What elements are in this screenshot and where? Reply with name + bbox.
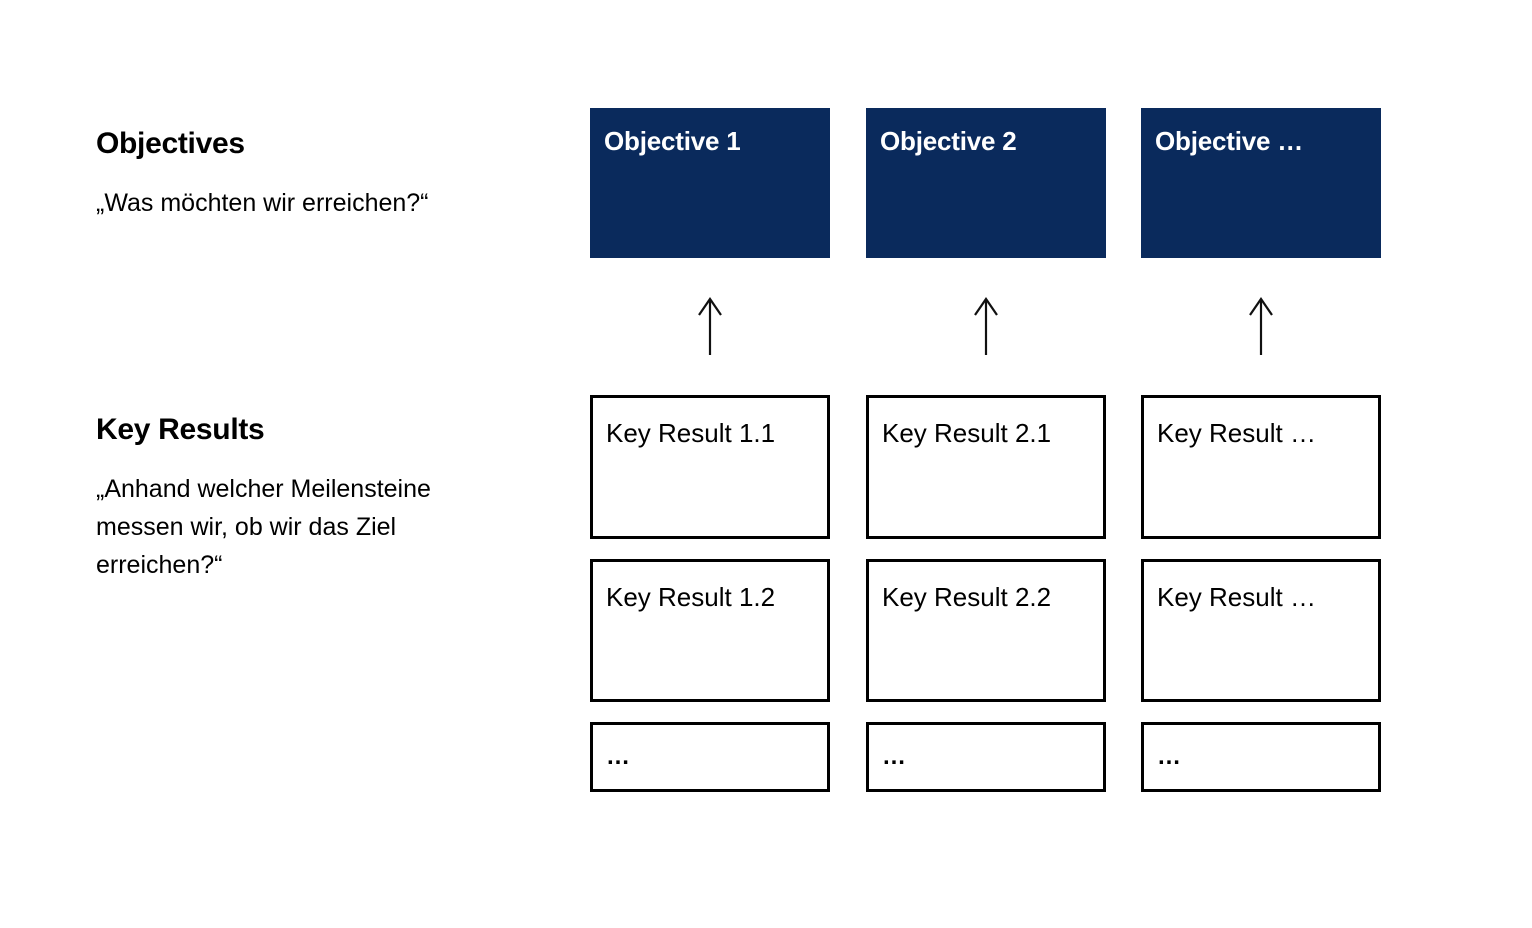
key-result-more-box: … bbox=[1141, 722, 1381, 792]
key-result-box: Key Result 2.2 bbox=[866, 559, 1106, 702]
key-results-label-block: Key Results „Anhand welcher Meilensteine… bbox=[96, 414, 458, 584]
objective-box: Objective … bbox=[1141, 108, 1381, 258]
key-result-box: Key Result 2.1 bbox=[866, 395, 1106, 539]
okr-column-2: Objective 2 Key Result 2.1 Key Result 2.… bbox=[866, 108, 1106, 792]
objectives-heading: Objectives bbox=[96, 127, 245, 160]
key-result-more-box: … bbox=[590, 722, 830, 792]
objectives-question: „Was möchten wir erreichen?“ bbox=[96, 189, 429, 217]
key-result-label: Key Result … bbox=[1157, 418, 1316, 448]
okr-column-3: Objective … Key Result … Key Result … … bbox=[1141, 108, 1381, 792]
key-result-box: Key Result 1.1 bbox=[590, 395, 830, 539]
key-result-more-box: … bbox=[866, 722, 1106, 792]
arrow-up-icon bbox=[1249, 297, 1273, 355]
key-results-heading: Key Results bbox=[96, 413, 265, 446]
key-result-label: Key Result … bbox=[1157, 582, 1316, 612]
key-result-box: Key Result … bbox=[1141, 559, 1381, 702]
key-result-box: Key Result 1.2 bbox=[590, 559, 830, 702]
key-result-label: Key Result 2.2 bbox=[882, 582, 1052, 612]
key-result-ellipsis-label: … bbox=[882, 743, 911, 770]
arrow-up-icon bbox=[698, 297, 722, 355]
objective-box: Objective 2 bbox=[866, 108, 1106, 258]
key-result-box: Key Result … bbox=[1141, 395, 1381, 539]
key-result-label: Key Result 2.1 bbox=[882, 418, 1052, 448]
key-result-label: Key Result 1.2 bbox=[606, 582, 776, 612]
key-result-ellipsis-label: … bbox=[1157, 743, 1186, 770]
objective-box: Objective 1 bbox=[590, 108, 830, 258]
objective-label: Objective 2 bbox=[880, 126, 1017, 156]
okr-column-1: Objective 1 Key Result 1.1 Key Result 1.… bbox=[590, 108, 830, 792]
key-result-ellipsis-label: … bbox=[606, 743, 635, 770]
key-results-question: „Anhand welcher Meilensteine messen wir,… bbox=[96, 475, 431, 579]
objectives-label-block: Objectives „Was möchten wir erreichen?“ bbox=[96, 128, 429, 222]
objective-label: Objective … bbox=[1155, 126, 1304, 156]
key-result-label: Key Result 1.1 bbox=[606, 418, 776, 448]
arrow-up-icon bbox=[974, 297, 998, 355]
objective-label: Objective 1 bbox=[604, 126, 741, 156]
